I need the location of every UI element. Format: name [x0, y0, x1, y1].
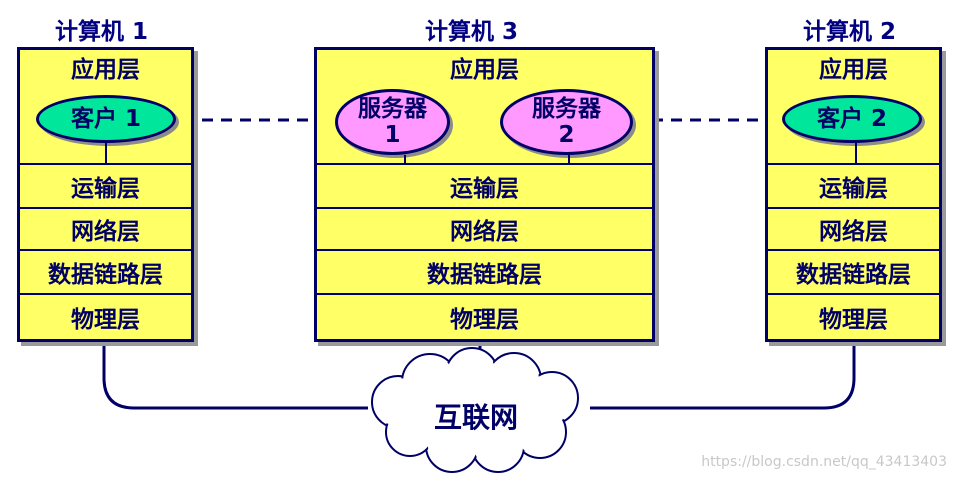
server2-label-line1: 服务器	[532, 96, 601, 122]
internet-label: 互联网	[433, 401, 518, 434]
computer1-title: 计算机 1	[55, 19, 149, 45]
server1-label-line1: 服务器	[358, 96, 427, 122]
computer3-transport-layer: 运输层	[317, 163, 652, 207]
computer1-physical-layer: 物理层	[20, 293, 191, 339]
computer3-title: 计算机 3	[425, 19, 519, 45]
computer1-network-layer: 网络层	[20, 207, 191, 249]
computer3-stack: 应用层 服务器 1 服务器 2 运输层 网络层 数据链路层 物理层	[314, 47, 655, 342]
computer2-transport-layer: 运输层	[768, 163, 939, 207]
computer2-network-layer: 网络层	[768, 207, 939, 249]
computer3-application-layer: 应用层	[450, 57, 519, 83]
internet-cloud-icon	[371, 347, 579, 473]
computer2-application-layer: 应用层	[819, 57, 888, 83]
server1-label-line2: 1	[384, 122, 401, 148]
server1-connector	[404, 155, 406, 163]
computer2-stack: 应用层 客户 2 运输层 网络层 数据链路层 物理层	[765, 47, 942, 342]
server2-process: 服务器 2	[500, 89, 633, 155]
watermark-text: https://blog.csdn.net/qq_43413403	[701, 454, 947, 470]
computer2-physical-layer: 物理层	[768, 293, 939, 339]
computer1-stack: 应用层 客户 1 运输层 网络层 数据链路层 物理层	[17, 47, 194, 342]
computer1-application-layer: 应用层	[71, 57, 140, 83]
computer1-app-connector	[105, 143, 107, 163]
server2-connector	[568, 155, 570, 163]
server1-process: 服务器 1	[335, 89, 450, 155]
computer1-datalink-layer: 数据链路层	[20, 249, 191, 293]
link-computer1-internet	[102, 342, 368, 410]
client2-process: 客户 2	[782, 95, 922, 143]
computer3-network-layer: 网络层	[317, 207, 652, 249]
link-computer2-internet	[590, 342, 856, 410]
client1-process: 客户 1	[36, 95, 176, 143]
computer3-datalink-layer: 数据链路层	[317, 249, 652, 293]
server2-label-line2: 2	[558, 122, 575, 148]
computer2-title: 计算机 2	[803, 19, 897, 45]
computer1-transport-layer: 运输层	[20, 163, 191, 207]
computer3-physical-layer: 物理层	[317, 293, 652, 339]
computer2-app-connector	[855, 143, 857, 163]
computer2-datalink-layer: 数据链路层	[768, 249, 939, 293]
